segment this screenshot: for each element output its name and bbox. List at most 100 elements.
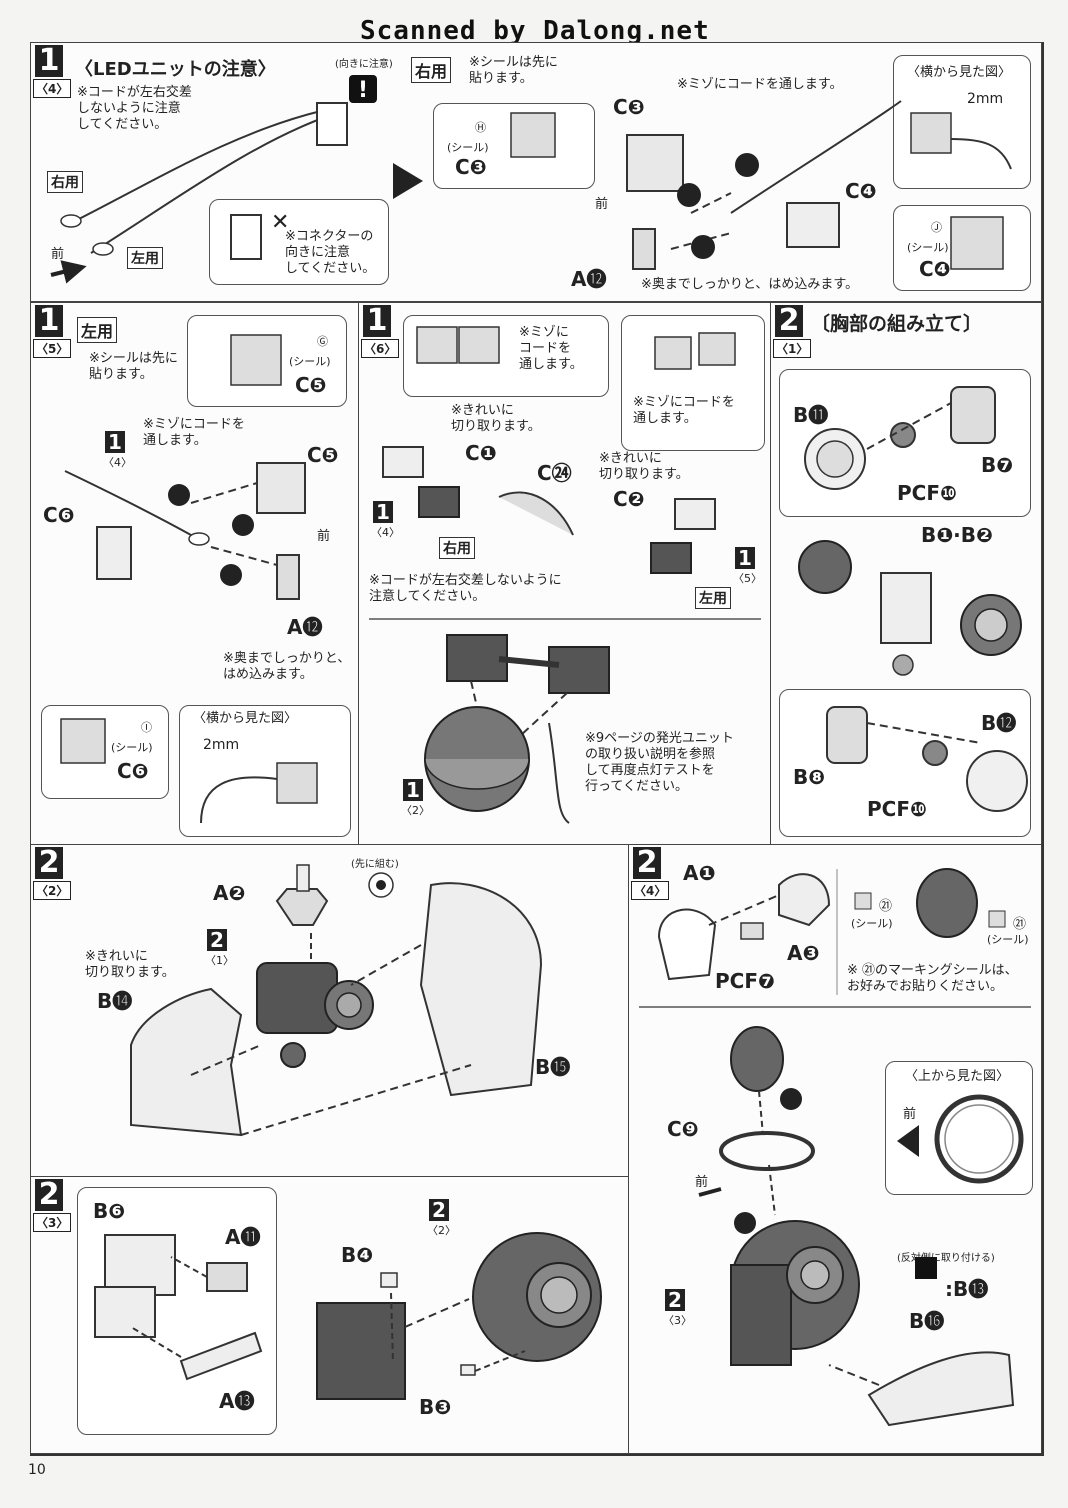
ref4-sub: 〈4〉 — [371, 526, 400, 539]
sticker-first-note: ※シールは先に 貼ります。 — [89, 351, 178, 382]
front-label-2: 前 — [595, 197, 609, 212]
part-c4-b: C❹ — [919, 257, 951, 281]
step-substep: 〈5〉 — [33, 339, 72, 358]
part-b11: B⓫ — [793, 403, 829, 427]
connector-note: ※コネクターの 向きに注意 してください。 — [285, 229, 376, 276]
side-view-label: 〈横から見た図〉 — [193, 711, 298, 726]
top-view-callout — [885, 1061, 1033, 1195]
panel-step2-4: 2 〈4〉 A❶ A❸ PCF❼ ㉑ (シール) ㉑ (シール) ※ ㉑のマーキ… — [628, 844, 1042, 1454]
cut-note-1: ※きれいに 切り取ります。 — [451, 403, 541, 434]
part-a1: A❶ — [683, 861, 716, 885]
opposite-note: (反対側に取り付ける) — [897, 1253, 995, 1264]
part-a11: A⓫ — [225, 1225, 261, 1249]
panel-step2-3: 2 〈3〉 B❻ A⓫ B❹ A⓭ 2 〈2〉 B❸ — [30, 1176, 630, 1454]
sticker-h-label: (シール) — [447, 141, 489, 154]
sticker-21b-label: (シール) — [987, 933, 1029, 946]
panel-step1-4: 1 〈4〉 〈LEDユニットの注意〉 ※コードが左右交差 しないように注意 して… — [30, 42, 1042, 302]
part-b14: B⓮ — [97, 989, 133, 1013]
connector-callout — [209, 199, 389, 285]
left-tag: 左用 — [695, 587, 731, 609]
part-b4: B❹ — [341, 1243, 374, 1267]
step-substep: 〈1〉 — [773, 339, 812, 358]
cross-note: ※コードが左右交差しないように 注意してください。 — [369, 573, 562, 604]
side-view-label: 〈横から見た図〉 — [907, 65, 1012, 80]
part-c6-b: C❻ — [117, 759, 149, 783]
step-number: 1 — [35, 305, 63, 337]
sticker-g-label: (シール) — [289, 355, 331, 368]
part-b7: B❼ — [981, 453, 1014, 477]
panel-step2-2: 2 〈2〉 A❷ (先に組む) 2 〈1〉 ※きれいに 切り取ります。 B⓮ B… — [30, 844, 630, 1178]
ref5-step: 1 — [735, 547, 755, 569]
part-pcf7: PCF❼ — [715, 969, 775, 993]
groove-note-1: ※ミゾに コードを 通します。 — [519, 325, 583, 372]
part-b3: B❸ — [419, 1395, 452, 1419]
part-pcf10: PCF❿ — [897, 481, 957, 505]
right-use-tag: 右用 — [411, 57, 452, 83]
part-c5-b: C❺ — [307, 443, 339, 467]
part-a12: A⓬ — [571, 267, 607, 291]
marking-note: ※ ㉑のマーキングシールは、 お好みでお貼りください。 — [847, 963, 1018, 994]
part-c2: C❷ — [613, 487, 645, 511]
cross-note: ※コードが左右交差 しないように注意 してください。 — [77, 85, 192, 132]
sticker-i-letter: Ⓘ — [141, 721, 152, 734]
push-in-note: ※奥までしっかりと、はめ込みます。 — [641, 277, 859, 292]
step-number: 1 — [35, 45, 63, 77]
step-substep: 〈3〉 — [33, 1213, 72, 1232]
front-label: 前 — [695, 1175, 709, 1190]
side-view-mm: 2mm — [967, 91, 1004, 107]
part-c4: C❹ — [845, 179, 877, 203]
part-b6: B❻ — [93, 1199, 126, 1223]
part-c5: C❺ — [295, 373, 327, 397]
side-view-callout — [179, 705, 351, 837]
panel-1-5-illustration — [60, 334, 318, 824]
ref5-sub: 〈5〉 — [733, 572, 762, 585]
ref-sub: 〈2〉 — [427, 1224, 456, 1237]
panel-2-1-illustration — [798, 386, 1028, 812]
left-tag: 左用 — [77, 317, 118, 343]
step-substep: 〈4〉 — [631, 881, 670, 900]
ref-step: 2 — [429, 1199, 449, 1221]
ref-step: 2 — [207, 929, 227, 951]
part-c1: C❶ — [465, 441, 497, 465]
cut-note: ※きれいに 切り取ります。 — [85, 949, 175, 980]
top-view-label: 〈上から見た図〉 — [905, 1069, 1010, 1084]
sticker-21a-label: (シール) — [851, 917, 893, 930]
step-substep: 〈6〉 — [361, 339, 400, 358]
panel-2-3-illustration — [94, 1232, 602, 1400]
step-number: 2 — [775, 305, 803, 337]
right-tag: 右用 — [439, 537, 475, 559]
sticker-h-letter: Ⓗ — [475, 121, 486, 134]
flip-icon — [915, 1257, 937, 1279]
top-view-front: 前 — [903, 1107, 917, 1122]
part-b8: B❽ — [793, 765, 826, 789]
orientation-note: (向きに注意) — [335, 59, 393, 70]
sticker-21a: ㉑ — [879, 899, 893, 914]
step-number: 2 — [35, 1179, 63, 1211]
part-a3: A❸ — [787, 941, 820, 965]
groove-note: ※ミゾにコードを通します。 — [677, 77, 843, 92]
ref-sub: 〈1〉 — [205, 954, 234, 967]
step-substep: 〈2〉 — [33, 881, 72, 900]
panel-step2-1: 2 〈1〉 〔胸部の組み立て〕 B⓫ B❼ PCF❿ B❶·B❷ B⓬ B❽ P… — [770, 302, 1042, 846]
next-arrow-icon — [393, 163, 423, 199]
step-substep: 〈4〉 — [33, 79, 72, 98]
ref-step-number: 1 — [105, 431, 125, 453]
part-pcf10-b: PCF❿ — [867, 797, 927, 821]
front-label: 前 — [317, 529, 331, 544]
panel-title: 〔胸部の組み立て〕 — [811, 313, 983, 335]
ref-step: 2 — [665, 1289, 685, 1311]
part-b16: B⓰ — [909, 1309, 945, 1333]
side-view-mm: 2mm — [203, 737, 240, 753]
part-b13: :B⓭ — [945, 1277, 989, 1301]
front-arrow-icon — [897, 1125, 919, 1157]
ref4-step: 1 — [373, 501, 393, 523]
part-b15: B⓯ — [535, 1055, 571, 1079]
panel-2-2-illustration — [130, 864, 543, 1137]
right-tag: 右用 — [47, 171, 83, 193]
sticker-first-note: ※シールは先に 貼ります。 — [469, 55, 558, 86]
groove-callout-2 — [621, 315, 765, 451]
part-c3-b: C❸ — [613, 95, 645, 119]
sticker-21b: ㉑ — [1013, 917, 1027, 932]
panel-step1-6: 1 〈6〉 ※ミゾに コードを 通します。 ※ミゾにコードを 通します。 ※きれ… — [358, 302, 772, 846]
svg-text:!: ! — [358, 78, 368, 103]
